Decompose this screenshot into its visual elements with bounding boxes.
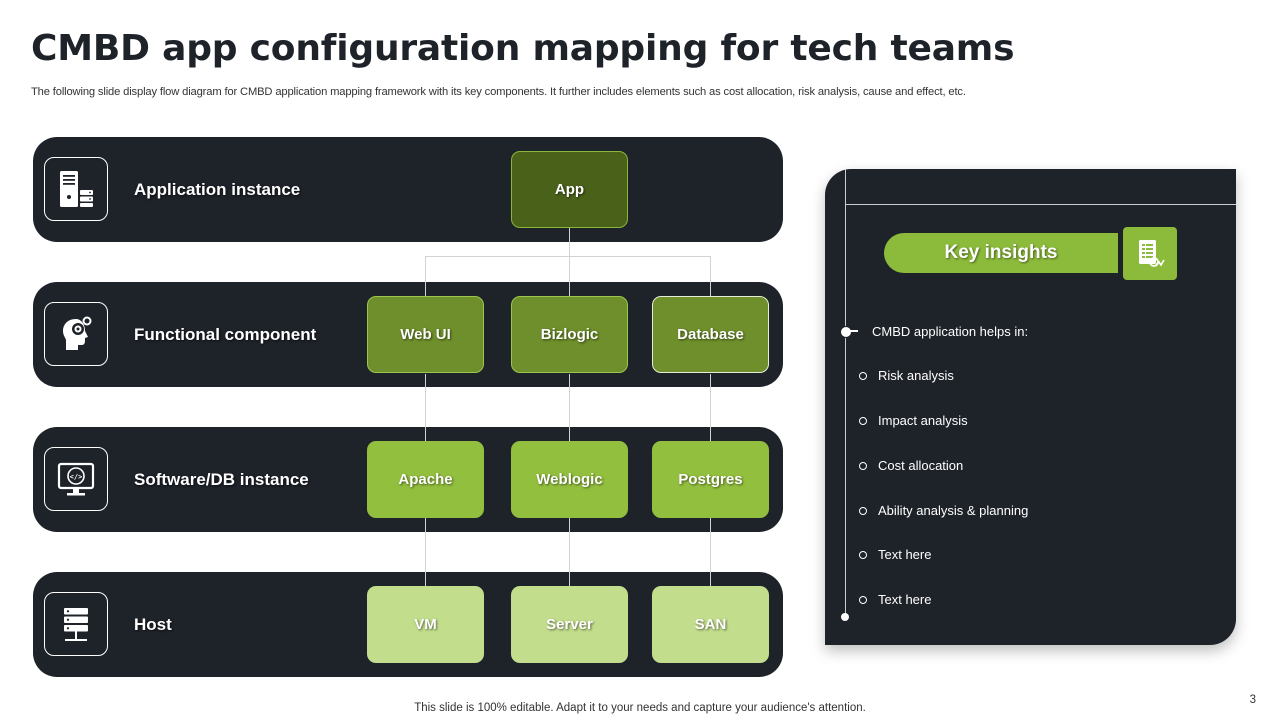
node-web-ui: Web UI xyxy=(367,296,484,373)
connector-line xyxy=(425,256,426,297)
insight-item: Cost allocation xyxy=(859,458,963,473)
server-rack-icon xyxy=(44,592,108,656)
node-server: Server xyxy=(511,586,628,663)
node-weblogic: Weblogic xyxy=(511,441,628,518)
node-san: SAN xyxy=(652,586,769,663)
bullet-icon xyxy=(859,506,867,515)
timeline-end-dot xyxy=(841,613,849,621)
divider xyxy=(845,204,1236,205)
insights-intro: CMBD application helps in: xyxy=(872,324,1029,339)
insight-item: Text here xyxy=(859,592,931,607)
timeline-dot xyxy=(840,326,852,338)
insight-text: Risk analysis xyxy=(878,368,954,383)
row-application-instance: Application instance xyxy=(33,137,783,242)
row-label: Software/DB instance xyxy=(134,470,309,489)
insight-text: Ability analysis & planning xyxy=(878,503,1029,518)
node-database: Database xyxy=(652,296,769,373)
node-apache: Apache xyxy=(367,441,484,518)
insight-item: Impact analysis xyxy=(859,413,968,428)
connector-line xyxy=(569,228,570,297)
connector-line xyxy=(710,256,711,297)
row-label: Application instance xyxy=(134,180,301,199)
row-label: Host xyxy=(134,615,172,634)
bullet-icon xyxy=(859,371,867,380)
footer-note: This slide is 100% editable. Adapt it to… xyxy=(414,702,866,714)
insight-text: Text here xyxy=(878,547,932,562)
monitor-code-icon: </> xyxy=(44,447,108,511)
timeline-line xyxy=(845,169,846,617)
bullet-icon xyxy=(859,595,867,604)
insight-text: Cost allocation xyxy=(878,458,964,473)
connector-line xyxy=(425,256,711,257)
head-gear-icon xyxy=(44,302,108,366)
node-vm: VM xyxy=(367,586,484,663)
bullet-icon xyxy=(859,461,867,470)
document-chart-icon xyxy=(1123,227,1177,280)
server-tower-icon xyxy=(44,157,108,221)
timeline-tick xyxy=(850,330,858,332)
insight-item: Text here xyxy=(859,547,931,562)
key-insights-panel: Key insights CMBD application helps in: … xyxy=(825,169,1236,645)
page-subtitle: The following slide display flow diagram… xyxy=(31,86,966,98)
svg-text:</>: </> xyxy=(70,473,83,481)
row-label: Functional component xyxy=(134,325,317,344)
node-bizlogic: Bizlogic xyxy=(511,296,628,373)
node-app: App xyxy=(511,151,628,228)
page-number: 3 xyxy=(1249,694,1256,706)
bullet-icon xyxy=(859,550,867,559)
key-insights-title: Key insights xyxy=(884,233,1118,273)
insight-item: Ability analysis & planning xyxy=(859,503,1028,518)
insight-item: Risk analysis xyxy=(859,368,954,383)
bullet-icon xyxy=(859,416,867,425)
insight-text: Impact analysis xyxy=(878,413,968,428)
node-postgres: Postgres xyxy=(652,441,769,518)
insight-text: Text here xyxy=(878,592,932,607)
page-title: CMBD app configuration mapping for tech … xyxy=(31,28,1015,69)
